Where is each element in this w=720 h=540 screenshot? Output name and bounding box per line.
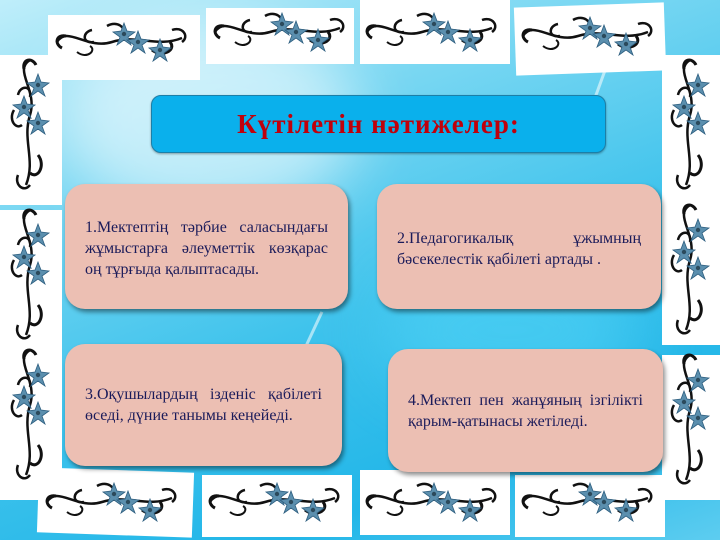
result-card-2: 2.Педагогикалық ұжымның бәсекелестік қаб… (377, 184, 661, 309)
ornament-panel (360, 470, 510, 535)
ornament-panel (360, 0, 510, 64)
flower-ornament-icon (668, 55, 718, 195)
title-box: Күтілетін нәтижелер: (151, 95, 606, 153)
result-card-4: 4.Мектеп пен жанұяның ізгілікті қарым-қа… (388, 349, 663, 472)
result-card-text: 3.Оқушылардың ізденіс қабілеті өседі, дү… (85, 386, 322, 424)
flower-ornament-icon (205, 480, 345, 530)
flower-ornament-icon (668, 350, 718, 490)
flower-ornament-icon (8, 345, 58, 485)
ornament-panel (0, 55, 62, 205)
flower-ornament-icon (362, 480, 502, 530)
result-card-text: 2.Педагогикалық ұжымның бәсекелестік қаб… (397, 229, 641, 268)
flower-ornament-icon (362, 10, 502, 60)
result-card-text: 4.Мектеп пен жанұяның ізгілікті қарым-қа… (408, 391, 643, 430)
flower-ornament-icon (518, 14, 658, 64)
flower-ornament-icon (518, 480, 658, 530)
flower-ornament-icon (8, 205, 58, 345)
result-card-3: 3.Оқушылардың ізденіс қабілеті өседі, дү… (65, 344, 342, 466)
result-card-text: 1.Мектептің тәрбие саласындағы жұмыстарғ… (85, 219, 328, 278)
flower-ornament-icon (668, 200, 718, 340)
flower-ornament-icon (8, 55, 58, 195)
flower-ornament-icon (210, 10, 350, 60)
result-card-1: 1.Мектептің тәрбие саласындағы жұмыстарғ… (65, 184, 348, 309)
slide-title: Күтілетін нәтижелер: (237, 108, 520, 139)
flower-ornament-icon (52, 20, 192, 70)
flower-ornament-icon (42, 480, 182, 530)
